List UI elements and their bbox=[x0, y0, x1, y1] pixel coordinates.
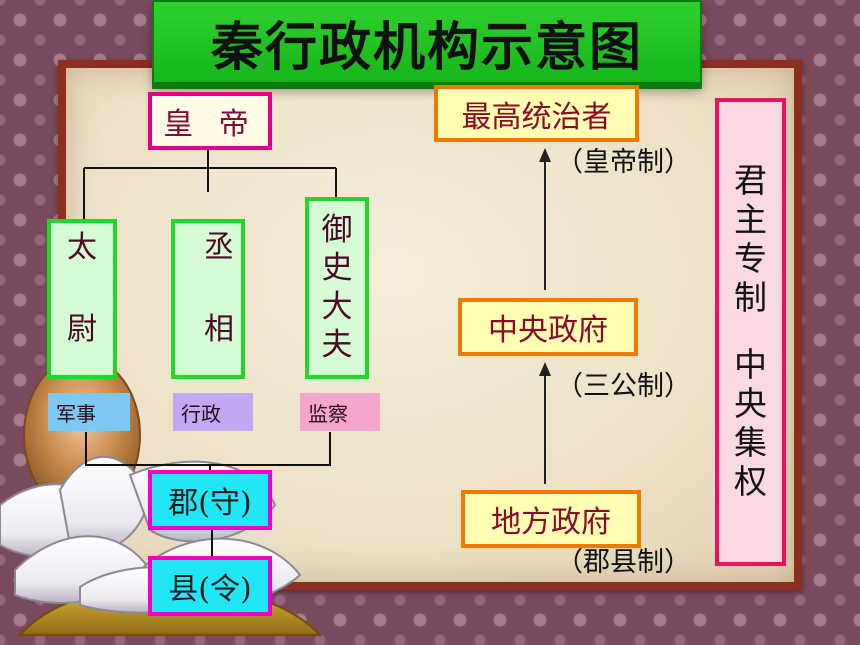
level-box-supreme-ruler: 最高统治者 bbox=[434, 85, 639, 142]
official-box-yushi: 御 史 大 夫 bbox=[305, 197, 369, 379]
official-box-chengxiang: 丞 相 bbox=[171, 219, 245, 379]
commandery-box: 郡(守) bbox=[148, 470, 272, 530]
summary-box: 君 主 专 制 中 央 集 权 bbox=[715, 98, 786, 566]
summary-char: 专 bbox=[734, 239, 767, 279]
official-char: 相 bbox=[204, 312, 234, 347]
emperor-box: 皇 帝 bbox=[148, 92, 272, 150]
official-char: 御 bbox=[321, 211, 353, 248]
commandery-label: 郡(守) bbox=[168, 486, 252, 521]
official-char: 大 bbox=[321, 288, 353, 325]
summary-char: 制 bbox=[734, 278, 767, 318]
duty-tag-administration: 行政 bbox=[173, 393, 253, 431]
official-char: 尉 bbox=[67, 312, 97, 347]
level-box-central-government: 中央政府 bbox=[458, 298, 638, 356]
arrowhead-top bbox=[539, 148, 551, 162]
level-label: 最高统治者 bbox=[461, 99, 612, 135]
official-char: 丞 bbox=[204, 230, 234, 265]
title-banner: 秦行政机构示意图 bbox=[152, 0, 702, 84]
arrowhead-central bbox=[539, 362, 551, 376]
summary-char: 权 bbox=[734, 461, 767, 501]
level-label: 中央政府 bbox=[488, 313, 608, 348]
official-char: 夫 bbox=[321, 327, 353, 364]
level-box-local-government: 地方政府 bbox=[461, 490, 641, 548]
emperor-label: 皇 帝 bbox=[163, 107, 257, 142]
summary-char: 央 bbox=[734, 383, 767, 423]
duty-tag-supervision: 监察 bbox=[300, 393, 380, 431]
official-char: 太 bbox=[67, 230, 97, 265]
page-title: 秦行政机构示意图 bbox=[210, 17, 643, 78]
level-note-commandery-county-system: （郡县制） bbox=[556, 547, 691, 578]
county-box: 县(令) bbox=[148, 556, 272, 616]
summary-char: 君 bbox=[734, 161, 767, 201]
level-note-three-ducal-system: （三公制） bbox=[556, 371, 691, 402]
summary-char: 主 bbox=[734, 200, 767, 240]
level-label: 地方政府 bbox=[491, 505, 611, 540]
official-char: 史 bbox=[321, 250, 353, 287]
official-box-taiwei: 太 尉 bbox=[47, 219, 117, 379]
level-note-emperor-system: （皇帝制） bbox=[556, 147, 691, 178]
summary-char: 集 bbox=[734, 422, 767, 462]
county-label: 县(令) bbox=[168, 572, 252, 607]
duty-bus bbox=[85, 432, 331, 466]
summary-char: 中 bbox=[734, 345, 767, 384]
duty-tag-military: 军事 bbox=[48, 393, 130, 431]
